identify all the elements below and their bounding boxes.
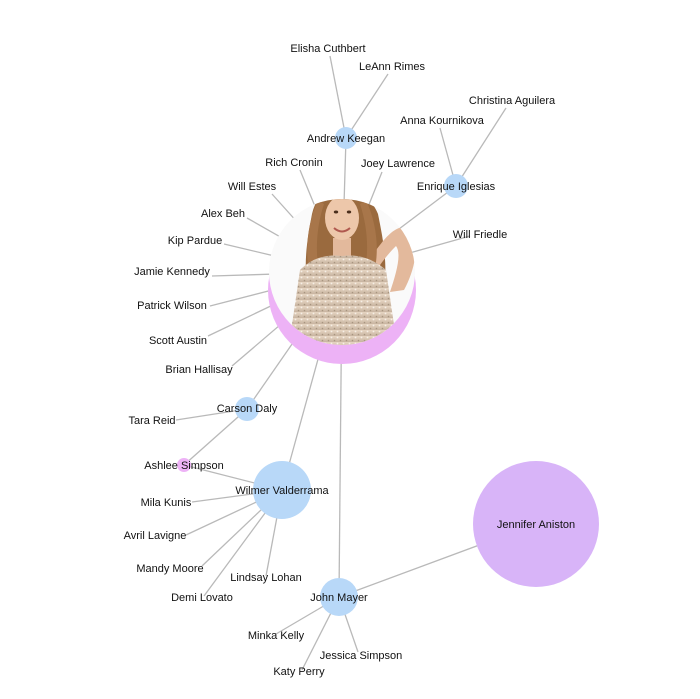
label-minka-kelly[interactable]: Minka Kelly (248, 630, 305, 642)
label-alex-beh[interactable]: Alex Beh (201, 208, 245, 220)
label-joey-lawrence[interactable]: Joey Lawrence (361, 158, 435, 170)
node-center-photo[interactable] (268, 186, 418, 352)
node-john-mayer[interactable] (320, 578, 358, 616)
face-shape (325, 199, 359, 240)
label-tara-reid[interactable]: Tara Reid (128, 415, 175, 427)
label-kip-pardue[interactable]: Kip Pardue (168, 235, 222, 247)
edge-andrew-keegan-leann-rimes (345, 73, 389, 139)
label-patrick-wilson[interactable]: Patrick Wilson (137, 300, 207, 312)
label-demi-lovato[interactable]: Demi Lovato (171, 592, 233, 604)
edge-enrique-iglesias-christina-aguilera (455, 107, 507, 187)
edge-andrew-keegan-elisha-cuthbert (329, 55, 347, 139)
label-katy-perry[interactable]: Katy Perry (273, 666, 325, 678)
label-john-mayer[interactable]: John Mayer (310, 592, 368, 604)
label-mila-kunis[interactable]: Mila Kunis (141, 497, 192, 509)
label-leann-rimes[interactable]: LeAnn Rimes (359, 61, 426, 73)
label-scott-austin[interactable]: Scott Austin (149, 335, 207, 347)
label-elisha-cuthbert[interactable]: Elisha Cuthbert (290, 43, 365, 55)
node-wilmer-valderrama[interactable] (253, 461, 311, 519)
sequined-top-shape (288, 255, 398, 345)
node-enrique-iglesias[interactable] (444, 174, 468, 198)
node-ashlee-simpson[interactable] (177, 458, 191, 472)
label-rich-cronin[interactable]: Rich Cronin (265, 157, 322, 169)
label-jamie-kennedy[interactable]: Jamie Kennedy (134, 266, 210, 278)
label-brian-hallisay[interactable]: Brian Hallisay (165, 364, 233, 376)
label-will-estes[interactable]: Will Estes (228, 181, 277, 193)
label-ashlee-simpson[interactable]: Ashlee Simpson (144, 460, 224, 472)
label-carson-daly[interactable]: Carson Daly (217, 403, 278, 415)
label-enrique-iglesias[interactable]: Enrique Iglesias (417, 181, 496, 193)
label-lindsay-lohan[interactable]: Lindsay Lohan (230, 572, 302, 584)
node-jennifer-aniston[interactable] (473, 461, 599, 587)
label-mandy-moore[interactable]: Mandy Moore (136, 563, 203, 575)
edge-carson-daly-ashlee-simpson (183, 408, 248, 466)
smile-shape (333, 227, 351, 233)
node-layer (177, 127, 599, 616)
label-anna-kournikova[interactable]: Anna Kournikova (400, 115, 485, 127)
node-carson-daly[interactable] (235, 397, 259, 421)
neck-shape (333, 238, 351, 256)
label-layer: Elisha Cuthbert LeAnn Rimes Christina Ag… (124, 43, 576, 678)
label-jessica-simpson[interactable]: Jessica Simpson (320, 650, 403, 662)
raised-arm-shape (372, 227, 415, 292)
label-wilmer-valderrama[interactable]: Wilmer Valderrama (235, 485, 329, 497)
label-avril-lavigne[interactable]: Avril Lavigne (124, 530, 187, 542)
label-jennifer-aniston[interactable]: Jennifer Aniston (497, 519, 575, 531)
label-christina-aguilera[interactable]: Christina Aguilera (469, 95, 556, 107)
node-andrew-keegan[interactable] (335, 127, 357, 149)
label-will-friedle[interactable]: Will Friedle (453, 229, 507, 241)
label-andrew-keegan[interactable]: Andrew Keegan (307, 133, 385, 145)
